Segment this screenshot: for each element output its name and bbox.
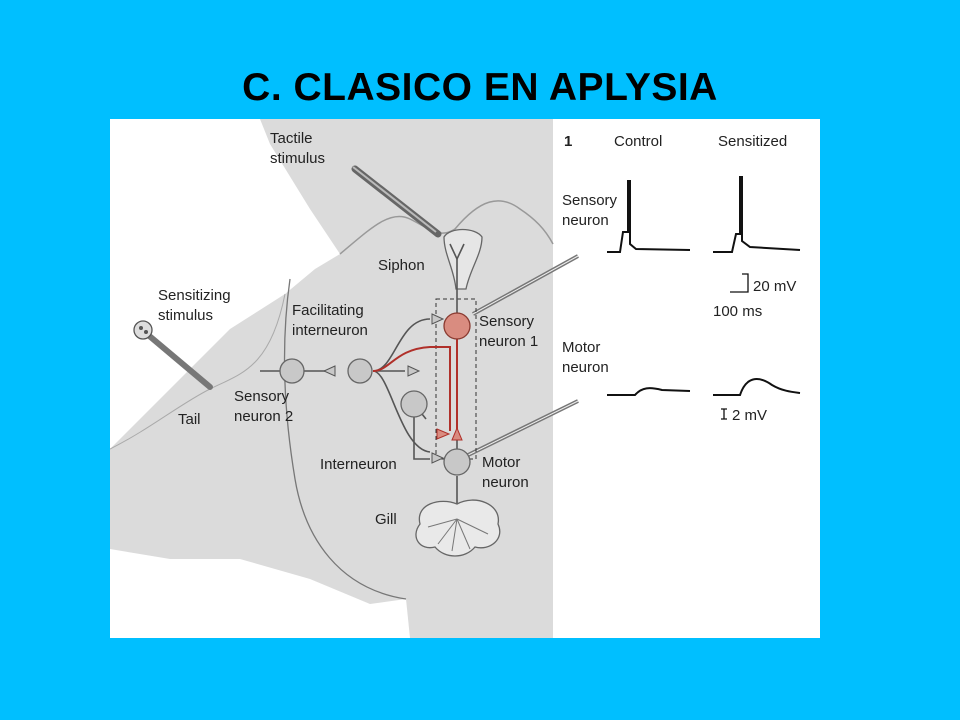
row-sensory-1: Sensory: [562, 192, 618, 209]
label-sensory1-2: neuron 1: [479, 333, 538, 350]
aplysia-figure: Tactile stimulus Siphon Sensitizing stim…: [110, 119, 820, 638]
trace-motor-sensitized: [713, 378, 801, 396]
scale-bars: [721, 273, 749, 420]
label-motor-1: Motor: [482, 454, 520, 471]
label-sensitizing-2: stimulus: [158, 307, 213, 324]
motor-neuron: [443, 448, 471, 476]
outside-left: [110, 119, 340, 449]
slide-title: C. CLASICO EN APLYSIA: [242, 66, 718, 109]
scale-2mv: 2 mV: [732, 407, 767, 424]
outside-bottom: [110, 549, 410, 638]
facilitating-interneuron: [347, 358, 373, 384]
trace-motor-control: [607, 387, 691, 396]
scale-20mv: 20 mV: [753, 278, 796, 295]
mantle-outline: [283, 278, 407, 600]
label-facilitating-2: interneuron: [292, 322, 368, 339]
label-tactile-2: stimulus: [270, 150, 325, 167]
label-interneuron: Interneuron: [320, 456, 397, 473]
aplysia-diagram: Tactile stimulus Siphon Sensitizing stim…: [110, 119, 820, 638]
row-sensory-2: neuron: [562, 212, 609, 229]
label-sensory1-1: Sensory: [479, 313, 535, 330]
gill-shape: [415, 499, 501, 557]
label-motor-2: neuron: [482, 474, 529, 491]
label-facilitating-1: Facilitating: [292, 302, 364, 319]
sensory-neuron-1: [443, 312, 471, 340]
sensory-neuron-2: [279, 358, 305, 384]
label-sensitizing-1: Sensitizing: [158, 287, 231, 304]
scale-100ms: 100 ms: [713, 303, 762, 320]
trace-sensory-sensitized: [713, 176, 801, 253]
row-motor-1: Motor: [562, 339, 600, 356]
interneuron: [400, 390, 428, 418]
gill-folds: [427, 518, 489, 552]
body-outline-top: [339, 200, 554, 255]
label-tail: Tail: [178, 411, 201, 428]
label-siphon: Siphon: [378, 257, 425, 274]
label-sensory2-2: neuron 2: [234, 408, 293, 425]
sensitizing-probe: [133, 320, 213, 390]
label-tactile-1: Tactile: [270, 130, 313, 147]
recording-traces: [607, 176, 801, 396]
label-gill: Gill: [375, 511, 397, 528]
col-control: Control: [614, 133, 662, 150]
trace-sensory-control: [607, 180, 691, 253]
facilitating-pathway: [372, 339, 463, 441]
panel-number: 1: [564, 133, 572, 150]
row-motor-2: neuron: [562, 359, 609, 376]
col-sensitized: Sensitized: [718, 133, 787, 150]
recording-electrodes: [459, 254, 579, 461]
siphon-shape: [443, 228, 483, 290]
recordings-panel-background: [553, 119, 820, 638]
label-sensory2-1: Sensory: [234, 388, 290, 405]
tactile-probe: [351, 165, 442, 238]
